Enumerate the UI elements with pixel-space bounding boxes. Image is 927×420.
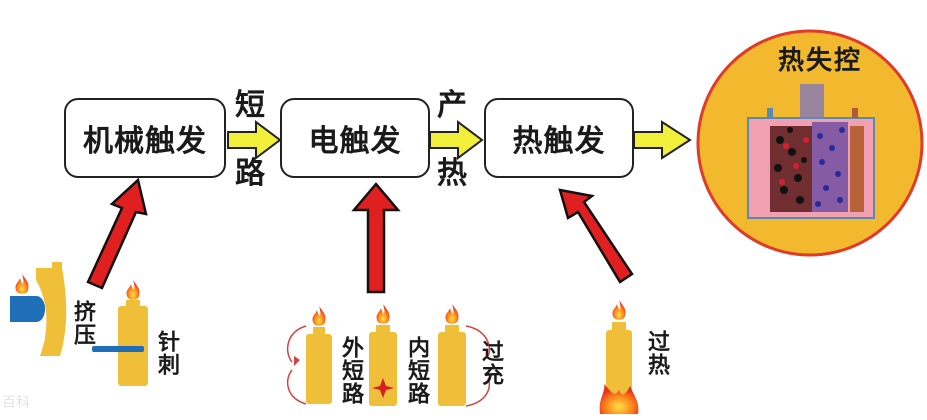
internal-short-circuit-battery-icon <box>369 304 397 406</box>
connector-label-short: 短 <box>235 88 265 123</box>
overcharge-battery-icon <box>438 304 491 407</box>
thermal-runaway-circle <box>696 29 924 257</box>
cause-arrow-mechanical <box>86 177 148 290</box>
flow-arrow-mechanical-to-electrical <box>227 120 282 160</box>
stage-electrical-trigger: 电触发 <box>280 98 430 178</box>
flow-arrow-thermal-to-runaway <box>633 120 692 160</box>
cause-label-external-short: 外短路 <box>338 336 363 405</box>
cause-arrow-thermal <box>558 188 634 284</box>
nail-penetration-battery-icon <box>92 280 148 386</box>
crushed-battery-icon <box>10 262 67 356</box>
cause-arrow-electrical <box>351 182 401 294</box>
watermark: 百科 <box>2 395 30 411</box>
connector-label-circuit: 路 <box>235 156 265 191</box>
cause-label-crush: 挤压 <box>70 300 95 346</box>
stage-mechanical-trigger: 机械触发 <box>64 98 226 178</box>
connector-label-produce: 产 <box>437 88 467 123</box>
stage-thermal-trigger: 热触发 <box>484 98 634 178</box>
stage-thermal-label: 热触发 <box>512 124 606 159</box>
cause-label-overcharge: 过充 <box>478 340 503 386</box>
external-short-circuit-battery-icon <box>286 306 332 405</box>
flow-arrow-electrical-to-thermal <box>429 120 484 160</box>
cause-label-internal-short: 内短路 <box>404 336 429 405</box>
cause-label-overheat: 过热 <box>644 330 669 376</box>
overheated-battery-icon <box>599 300 639 414</box>
cause-label-nail: 针刺 <box>154 330 179 376</box>
thermal-runaway-title: 热失控 <box>777 46 862 76</box>
stage-mechanical-label: 机械触发 <box>83 124 207 159</box>
stage-electrical-label: 电触发 <box>308 124 402 159</box>
connector-label-heat: 热 <box>437 156 467 191</box>
